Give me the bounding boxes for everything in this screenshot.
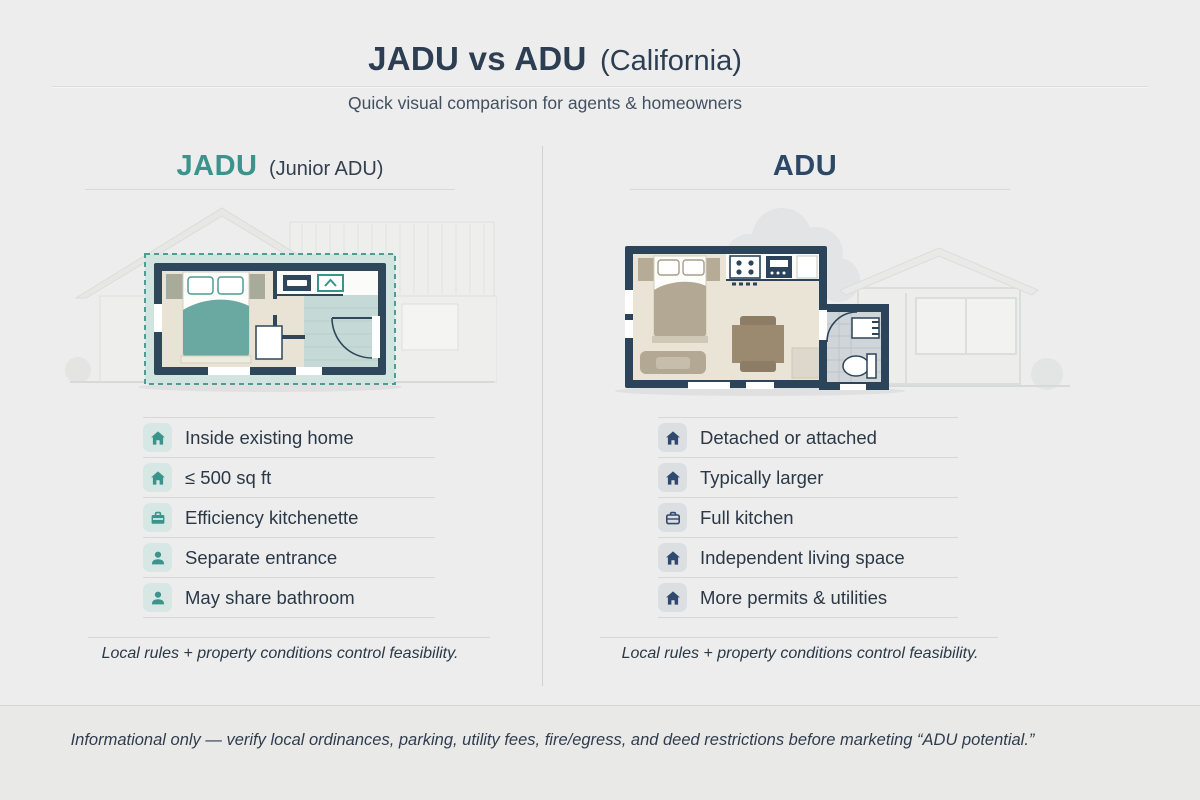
- list-item: Full kitchen: [658, 498, 958, 538]
- header-divider: [52, 86, 1148, 87]
- page-subtitle: Quick visual comparison for agents & hom…: [348, 93, 742, 113]
- adu-note-divider: [600, 637, 998, 638]
- jadu-feature-list: Inside existing home ≤ 500 sq ft Efficie…: [143, 417, 435, 618]
- footer-divider: [0, 705, 1200, 706]
- jadu-kitchenette: [277, 271, 378, 296]
- adu-header-underline: [630, 189, 1010, 190]
- jadu-column-header: JADU (Junior ADU): [60, 150, 500, 183]
- adu-bed: [638, 255, 720, 343]
- entry-door-gap: [372, 316, 380, 358]
- jadu-floorplan-illustration: [62, 198, 498, 393]
- adu-dining-table: [732, 316, 784, 372]
- list-item: ≤ 500 sq ft: [143, 458, 435, 498]
- page-title-main: JADU vs ADU: [368, 40, 587, 77]
- adu-feature-list: Detached or attached Typically larger Fu…: [658, 417, 958, 618]
- kitchen-icon: [658, 503, 687, 532]
- bath-door-arc: [826, 311, 858, 343]
- feature-label: Detached or attached: [700, 426, 877, 448]
- kitchenette-icon: [143, 503, 172, 532]
- jadu-title: JADU: [176, 150, 258, 182]
- home-icon: [143, 463, 172, 492]
- feature-label: Full kitchen: [700, 506, 794, 528]
- adu-column-header: ADU: [605, 150, 1005, 183]
- jadu-table: [255, 325, 283, 360]
- footer-strip: [0, 706, 1200, 800]
- jadu-qualifier: (Junior ADU): [268, 158, 384, 180]
- home-icon: [658, 583, 687, 612]
- jadu-note-divider: [88, 637, 490, 638]
- home-icon: [658, 423, 687, 452]
- jadu-floorplan: [138, 253, 402, 392]
- home-icon: [658, 543, 687, 572]
- jadu-note: Local rules + property conditions contro…: [101, 645, 459, 662]
- adu-floorplan-svg: [615, 208, 1070, 396]
- home-icon: [143, 423, 172, 452]
- jadu-header-underline: [85, 189, 455, 190]
- list-item: More permits & utilities: [658, 578, 958, 618]
- jadu-bed: [166, 271, 265, 364]
- person-icon: [143, 583, 172, 612]
- page-title-suffix: (California): [600, 45, 742, 77]
- feature-label: Independent living space: [700, 546, 905, 568]
- adu-bathroom: [819, 304, 889, 390]
- person-icon: [143, 543, 172, 572]
- list-item: Detached or attached: [658, 418, 958, 458]
- feature-label: Inside existing home: [185, 426, 354, 448]
- list-item: Inside existing home: [143, 418, 435, 458]
- list-item: May share bathroom: [143, 578, 435, 618]
- feature-label: Efficiency kitchenette: [185, 506, 359, 528]
- jadu-floorplan-svg: [65, 207, 498, 392]
- bath-toilet: [842, 355, 870, 377]
- list-item: Typically larger: [658, 458, 958, 498]
- feature-label: Typically larger: [700, 466, 824, 488]
- adu-title: ADU: [772, 150, 838, 182]
- page-title: JADU vs ADU (California): [0, 40, 1110, 78]
- adu-kitchen: [726, 254, 819, 286]
- adu-sofa: [640, 351, 706, 374]
- column-divider: [542, 146, 543, 686]
- disclaimer-text: Informational only — verify local ordina…: [70, 731, 1035, 749]
- feature-label: More permits & utilities: [700, 586, 888, 608]
- home-icon: [658, 463, 687, 492]
- list-item: Separate entrance: [143, 538, 435, 578]
- door-swing-arc: [331, 317, 373, 359]
- feature-label: Separate entrance: [185, 546, 338, 568]
- adu-note: Local rules + property conditions contro…: [621, 645, 979, 662]
- adu-rug: [791, 347, 823, 379]
- jadu-entry-bath: [304, 295, 380, 367]
- feature-label: May share bathroom: [185, 586, 355, 608]
- feature-label: ≤ 500 sq ft: [185, 466, 272, 488]
- list-item: Efficiency kitchenette: [143, 498, 435, 538]
- adu-floorplan-illustration: [600, 198, 1075, 398]
- adu-floorplan: [615, 246, 905, 396]
- bath-door-gap: [819, 310, 827, 340]
- list-item: Independent living space: [658, 538, 958, 578]
